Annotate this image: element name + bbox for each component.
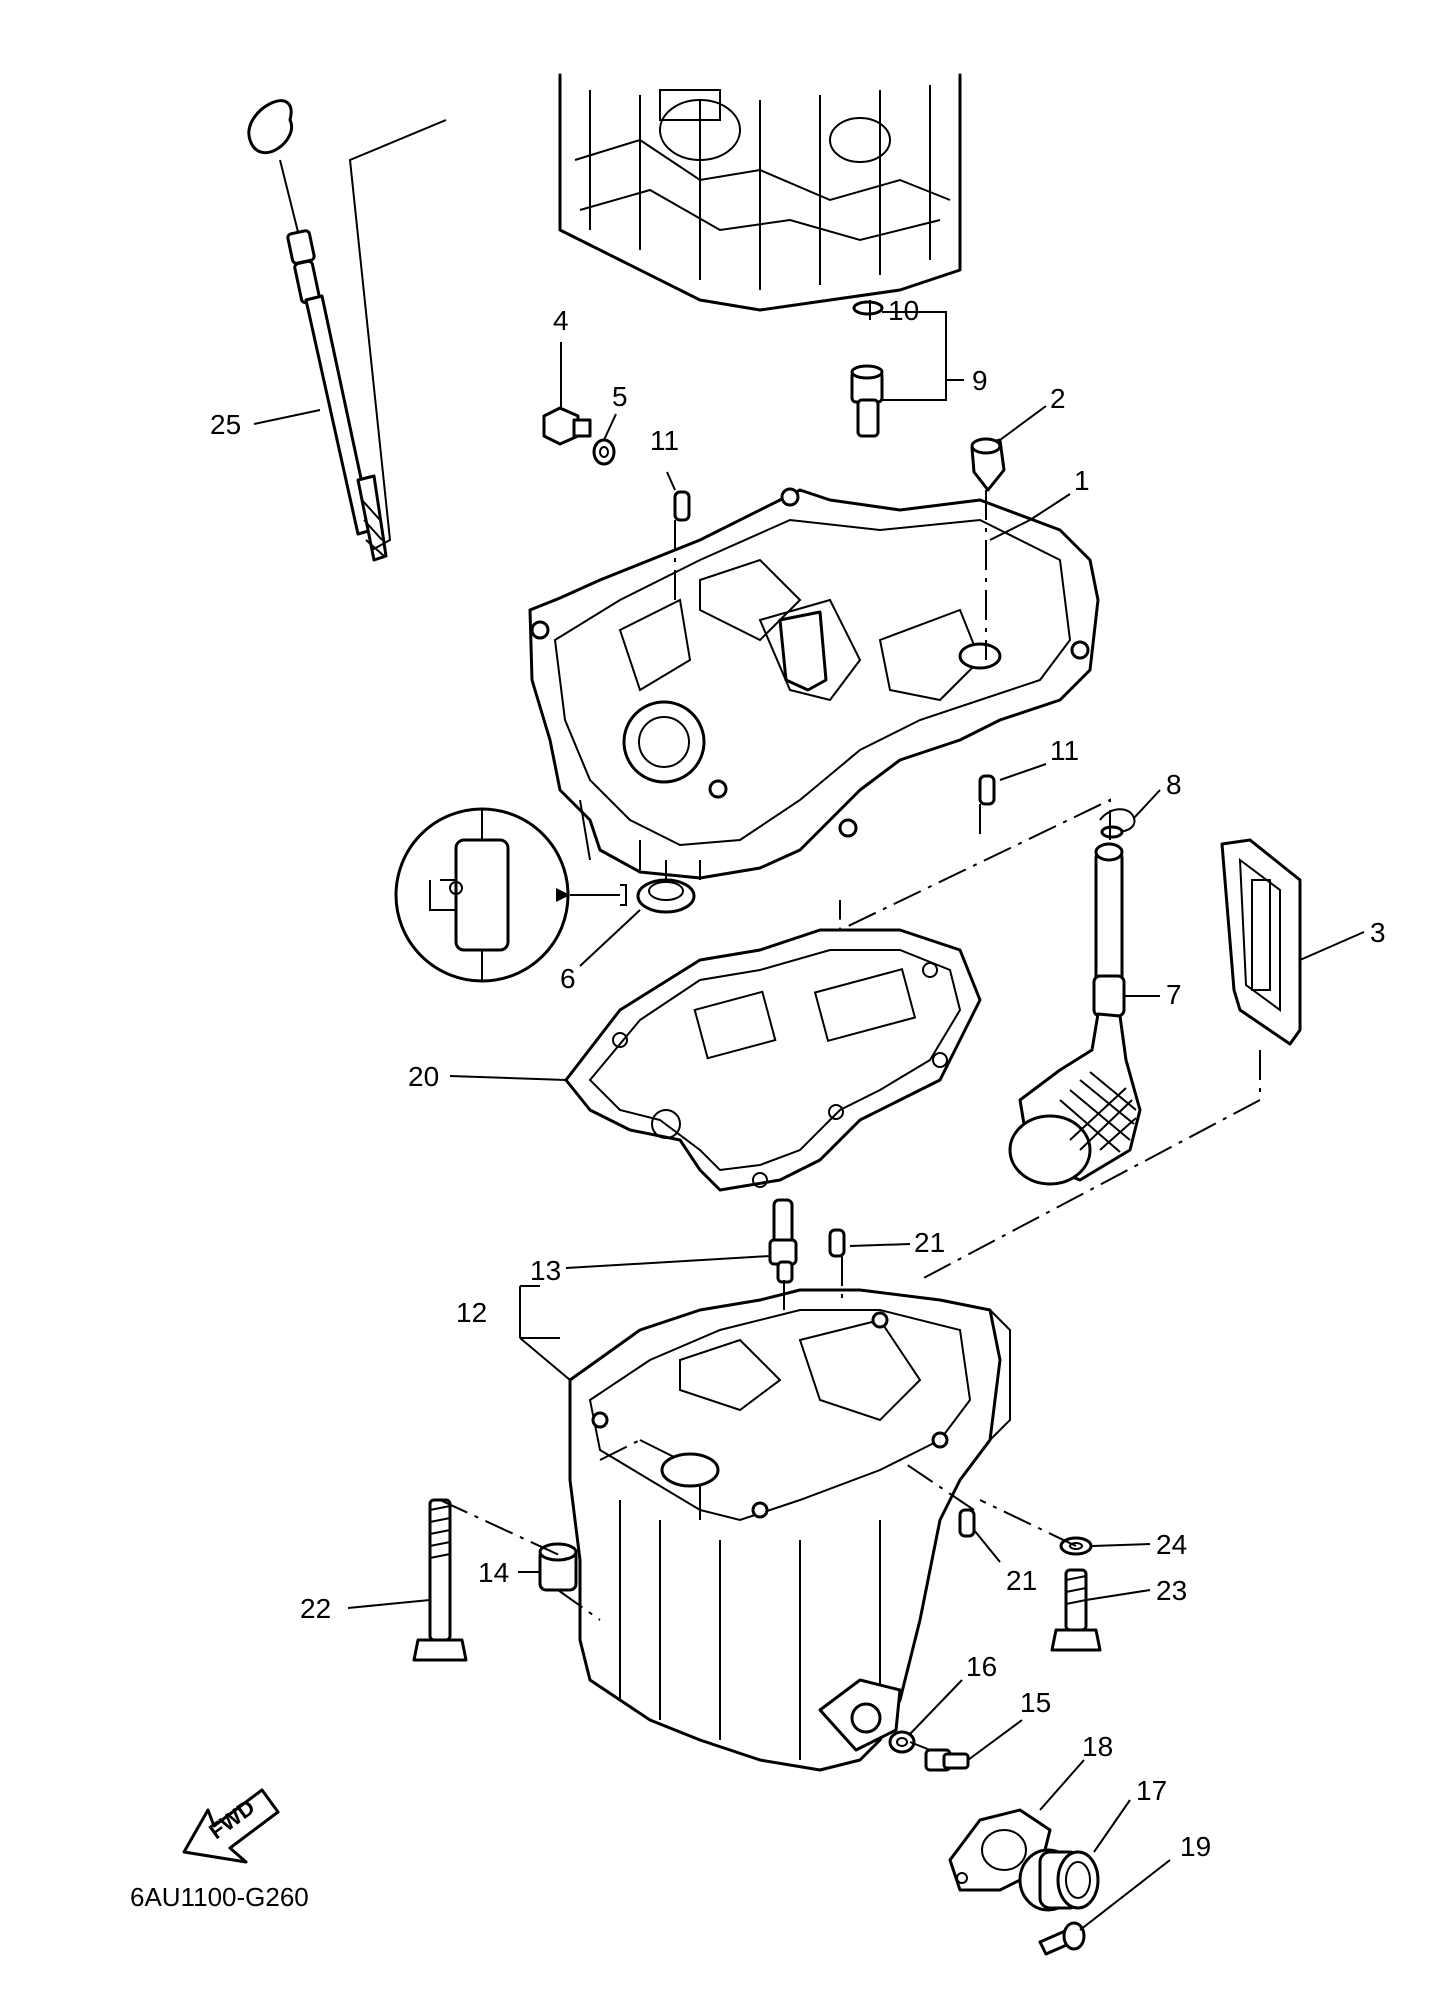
- callout-23: 23: [1156, 1575, 1187, 1606]
- part-11-dowel-pin-lower: [978, 774, 996, 806]
- part-14-grommet: [538, 1542, 578, 1592]
- callout-11-upper: 11: [650, 425, 679, 456]
- part-4-bolt: [542, 406, 592, 446]
- part-2-grommet: [970, 437, 1006, 492]
- callout-6: 6: [560, 963, 576, 994]
- callout-13: 13: [530, 1255, 561, 1286]
- callout-2: 2: [1050, 383, 1066, 414]
- callout-19: 19: [1180, 1831, 1211, 1862]
- callout-11-lower: 11: [1050, 735, 1079, 766]
- part-1-exhaust-guide: [528, 487, 1100, 880]
- callout-14: 14: [478, 1557, 509, 1588]
- part-16-gasket: [888, 1730, 916, 1754]
- engine-block: [558, 73, 962, 312]
- part-13-fitting: [768, 1198, 798, 1284]
- callout-leader-lines: [253, 119, 1365, 1931]
- callout-22: 22: [300, 1593, 331, 1624]
- callout-labels: 1 2 3 4 5 6 7 8 9 10 11 11 12 13 14 15 1…: [210, 295, 1386, 1862]
- callout-21-upper: 21: [914, 1227, 945, 1258]
- oil-seal-detail-callout: [394, 807, 627, 983]
- part-22-bolt: [412, 1498, 468, 1662]
- callout-24: 24: [1156, 1529, 1187, 1560]
- part-10-o-ring: [852, 300, 884, 316]
- callout-16: 16: [966, 1651, 997, 1682]
- part-7-oil-strainer: [1008, 842, 1142, 1186]
- part-5-washer: [592, 438, 616, 466]
- part-25-dipstick: [247, 99, 388, 562]
- callout-25: 25: [210, 409, 241, 440]
- callout-18: 18: [1082, 1731, 1113, 1762]
- part-19-screw: [1038, 1921, 1086, 1956]
- callout-12: 12: [456, 1297, 487, 1328]
- part-8-clip: [1099, 808, 1136, 839]
- callout-20: 20: [408, 1061, 439, 1092]
- part-3-plate: [1220, 838, 1302, 1046]
- part-21-dowel-pin-lower: [958, 1508, 976, 1538]
- part-6-oil-seal: [636, 878, 696, 914]
- callout-9: 9: [972, 365, 988, 396]
- callout-1: 1: [1074, 465, 1090, 496]
- callout-17: 17: [1136, 1775, 1167, 1806]
- part-11-dowel-pin-upper: [673, 490, 691, 522]
- part-23-bolt: [1050, 1568, 1102, 1652]
- part-17-plug: [1018, 1848, 1100, 1912]
- callout-4: 4: [553, 305, 569, 336]
- part-21-dowel-pin-upper: [828, 1228, 846, 1258]
- callout-21-lower: 21: [1006, 1565, 1037, 1596]
- callout-10: 10: [888, 295, 919, 326]
- fwd-arrow-icon: FWD: [182, 1788, 280, 1864]
- callout-15: 15: [1020, 1687, 1051, 1718]
- callout-8: 8: [1166, 769, 1182, 800]
- part-15-bolt: [924, 1748, 970, 1772]
- alignment-lines: [439, 300, 1261, 1751]
- part-20-gasket: [564, 928, 982, 1192]
- callout-3: 3: [1370, 917, 1386, 948]
- callout-7: 7: [1166, 979, 1182, 1010]
- part-12-oil-pan: [568, 1288, 1011, 1772]
- diagram-code: 6AU1100-G260: [130, 1882, 309, 1912]
- callout-5: 5: [612, 381, 628, 412]
- part-9-fitting: [850, 364, 884, 438]
